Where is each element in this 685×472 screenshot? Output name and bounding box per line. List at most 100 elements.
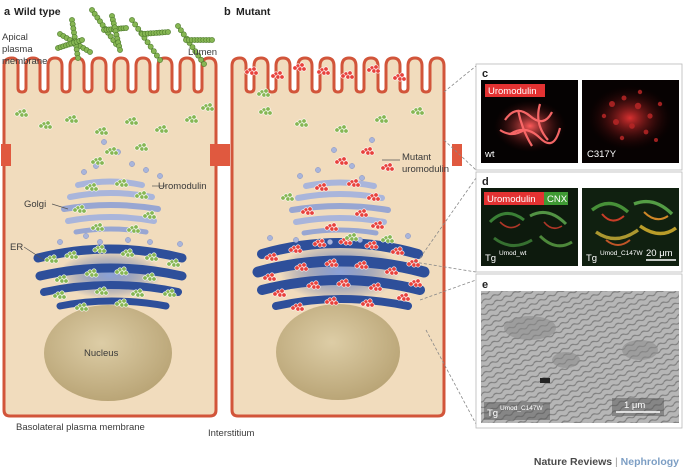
protein-clusters (14, 62, 425, 312)
protein-cluster (280, 192, 295, 202)
panel-c: c Uromodulin wt C317Y (475, 63, 683, 171)
protein-cluster (134, 142, 149, 152)
protein-cluster (256, 88, 271, 98)
interstitium-label: Interstitium (208, 428, 255, 439)
protein-cluster (380, 234, 395, 244)
uromodulin-label: Uromodulin (158, 181, 207, 192)
vesicle (57, 239, 63, 245)
protein-cluster (334, 124, 349, 134)
c-c317y-label: C317Y (587, 149, 617, 160)
protein-cluster (142, 272, 157, 282)
protein-cluster (368, 282, 383, 292)
nucleus-a (44, 305, 172, 401)
d-scale-label: 20 μm (646, 248, 673, 259)
journal-separator: | (615, 456, 618, 468)
vesicle (349, 163, 355, 169)
protein-cluster (244, 66, 259, 76)
protein-cluster (114, 298, 129, 308)
protein-cluster (142, 210, 157, 220)
protein-cluster (384, 266, 399, 276)
protein-cluster (64, 114, 79, 124)
mutant-uromodulin-label-line1: Mutant (402, 152, 431, 163)
c-uromodulin-tag-text: Uromodulin (488, 86, 537, 97)
d-uromodulin-tag (484, 192, 544, 205)
protein-cluster (92, 244, 107, 254)
d-uromodulin-tag-text: Uromodulin (487, 194, 536, 205)
protein-cluster (114, 266, 129, 276)
protein-cluster (52, 290, 67, 300)
protein-cluster (154, 124, 169, 134)
protein-cluster (262, 272, 277, 282)
protein-cluster (346, 178, 361, 188)
d-left-sup: Umod_wt (499, 250, 527, 257)
protein-cluster (324, 222, 339, 232)
cell-wild-type (1, 56, 220, 418)
protein-cluster (324, 296, 339, 306)
protein-cluster (270, 70, 285, 80)
basolateral-label: Basolateral plasma membrane (16, 422, 145, 433)
d-left-tg: Tg (485, 253, 496, 264)
vesicle (405, 233, 411, 239)
vesicle (157, 173, 163, 179)
junction-b-right (452, 144, 462, 166)
uromodulin-filament (139, 29, 171, 37)
protein-cluster (72, 204, 87, 214)
e-sup: Umod_C147W (500, 405, 543, 412)
panel-a-letter: a (4, 6, 11, 18)
protein-cluster (258, 106, 273, 116)
protein-cluster (64, 250, 79, 260)
er-a (33, 244, 187, 310)
vesicle (359, 175, 365, 181)
protein-cluster (114, 178, 129, 188)
panel-e: e Tg Umod_C147W 1 μm (475, 273, 683, 429)
protein-cluster (312, 238, 327, 248)
junction-b-left (220, 144, 230, 166)
e-scale-label: 1 μm (624, 400, 645, 411)
c-uromodulin-tag (485, 84, 545, 97)
protein-cluster (360, 146, 375, 156)
protein-cluster (84, 268, 99, 278)
d-cnx-tag (544, 192, 568, 205)
golgi-label: Golgi (24, 199, 46, 210)
protein-cluster (406, 258, 421, 268)
apical-label-line1: Apical (2, 32, 28, 43)
panel-d: d Uromodulin CNX Tg Umod_wt Tg Umod_C147… (475, 171, 683, 273)
protein-cluster (288, 244, 303, 254)
uromodulin-filament (129, 17, 163, 63)
c-wt-label: wt (484, 149, 495, 160)
junction-a-right (210, 144, 220, 166)
vesicle (331, 147, 337, 153)
panel-e-letter: e (482, 279, 488, 291)
vesicle (129, 161, 135, 167)
protein-cluster (324, 258, 339, 268)
cell-mutant (220, 56, 462, 418)
vesicle (369, 137, 375, 143)
protein-cluster (366, 64, 381, 74)
er-label: ER (10, 242, 23, 253)
protein-cluster (134, 190, 149, 200)
protein-cluster (94, 286, 109, 296)
cell-b-body (230, 56, 446, 418)
protein-cluster (14, 108, 29, 118)
apical-label-line3: membrane (2, 56, 47, 67)
vesicles (57, 137, 411, 247)
protein-cluster (410, 106, 425, 116)
protein-cluster (354, 208, 369, 218)
journal-name: Nature Reviews (533, 456, 613, 468)
protein-cluster (380, 162, 395, 172)
protein-cluster (334, 156, 349, 166)
panel-d-letter: d (482, 176, 489, 188)
protein-cluster (392, 72, 407, 82)
junction-a-left (1, 144, 11, 166)
vesicle (125, 237, 131, 243)
vesicle (293, 237, 299, 243)
vesicle (147, 239, 153, 245)
uromodulin-filament (109, 13, 123, 53)
journal-credit: Nature Reviews | Nephrology (534, 456, 679, 468)
zoom-connectors (413, 65, 477, 425)
protein-cluster (184, 114, 199, 124)
d-right-tg: Tg (586, 253, 597, 264)
protein-cluster (120, 248, 135, 258)
protein-cluster (340, 70, 355, 80)
